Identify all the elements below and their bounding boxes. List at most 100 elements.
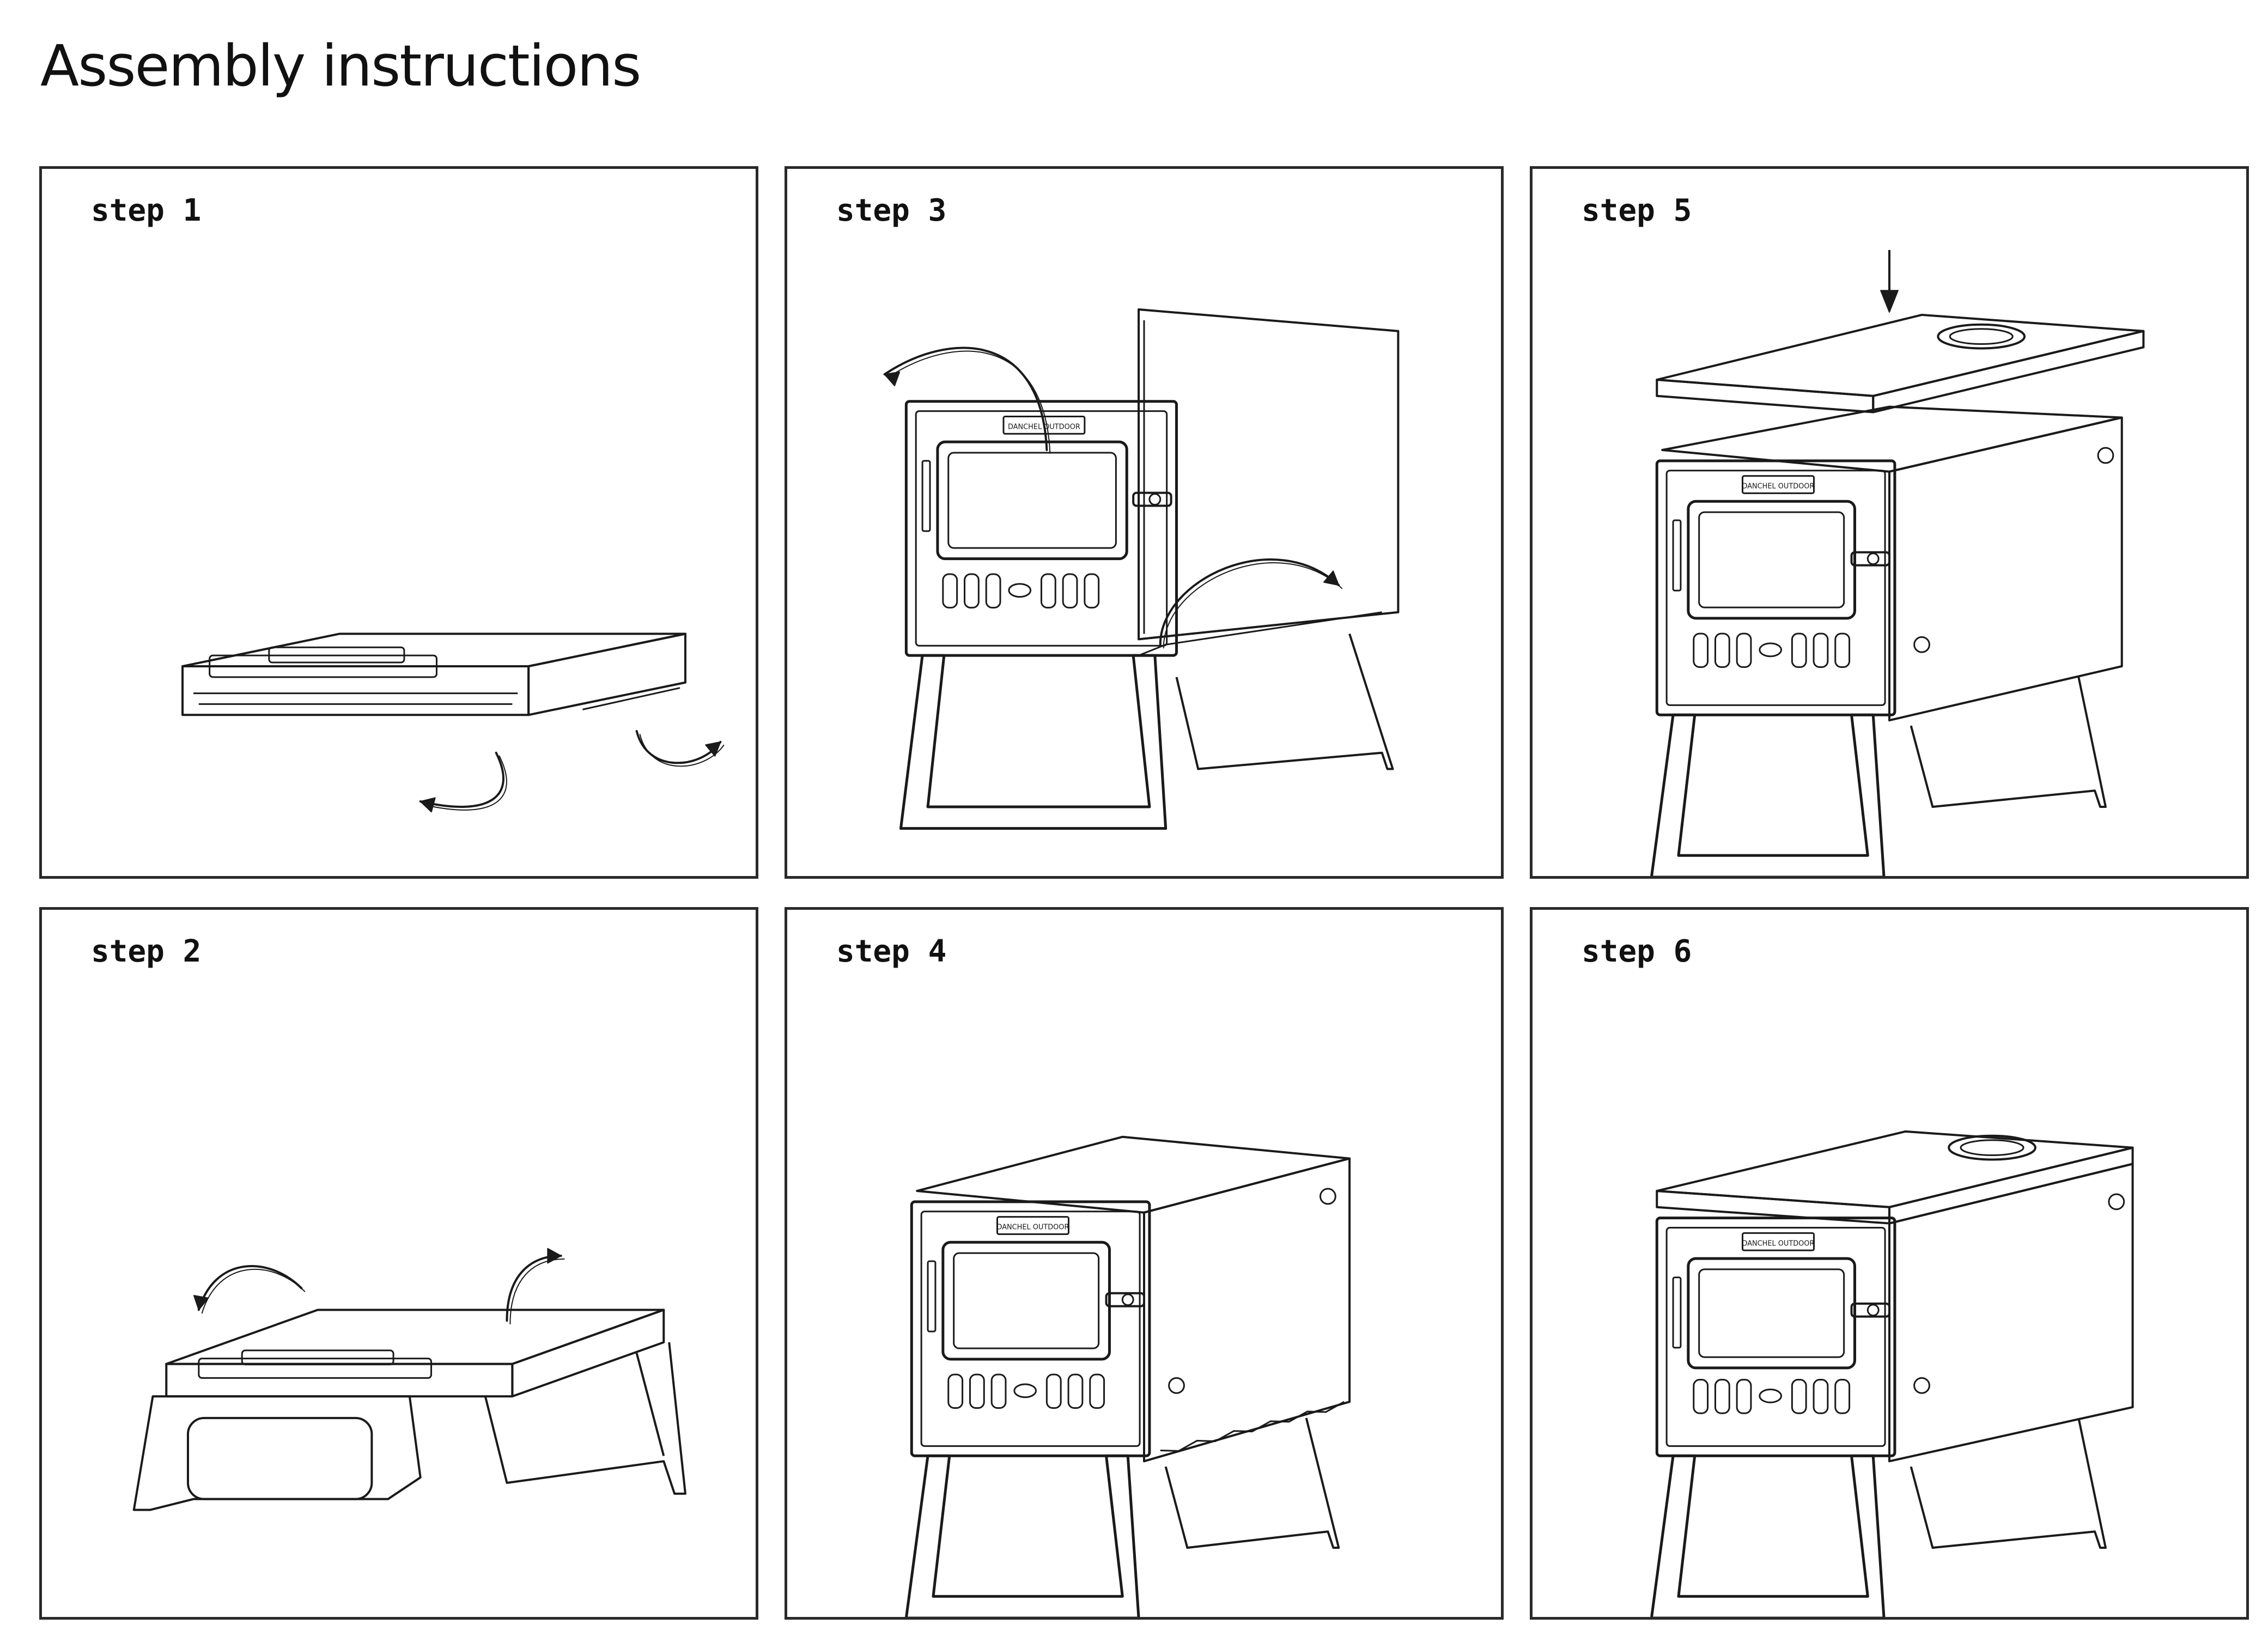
side-latch-right: [1321, 1189, 1336, 1204]
st6-brand-plate: [1742, 1233, 1814, 1250]
folded-leg-rail: [582, 688, 680, 710]
side-latch-right: [2098, 448, 2113, 463]
top-lid-surface: [1657, 315, 2143, 396]
st5-front-frame: [1657, 461, 1895, 715]
st3-brand-plate: [1004, 416, 1085, 434]
st5-front-legs: [1651, 715, 1884, 876]
st6-glass-window: [1699, 1269, 1844, 1357]
step-6-panel: step 6 DANCHEL OUTDOOR: [1530, 907, 2249, 1620]
step-3-illustration: DANCHEL OUTDOOR: [787, 169, 1501, 876]
st4-latch-knob: [1122, 1294, 1133, 1305]
step-3-panel: step 3 DANCHEL OUTDOOR: [785, 166, 1504, 879]
rotate-arrow-front-leg-arc: [199, 1266, 302, 1310]
st6-vent-slot: [1835, 1380, 1850, 1414]
front-leg-opening: [188, 1418, 372, 1499]
step-6-label: step 6: [1582, 934, 1692, 969]
st6-front-front-leg-frame: [1651, 1456, 1884, 1617]
st5-glass-window: [1699, 512, 1844, 607]
rotate-arrow-door-out: [885, 348, 1050, 453]
rear-leg-frame: [1166, 1418, 1339, 1548]
st4-front-frame: [911, 1202, 1150, 1456]
st5-vent-slot: [1737, 634, 1751, 667]
folded-door-plate: [210, 655, 437, 677]
st4-air-control-knob: [1014, 1384, 1036, 1397]
step-4-illustration: DANCHEL OUTDOOR: [787, 910, 1501, 1617]
chimney-hole: [1961, 1140, 2023, 1156]
st6-front-legs: [1651, 1456, 1884, 1617]
st4-front-door: DANCHEL OUTDOOR: [911, 1202, 1150, 1456]
folded-side-face: [528, 634, 685, 715]
step-3-label: step 3: [836, 193, 947, 228]
rotate-arrow-right-leg-head: [706, 742, 720, 756]
st3-door-latch: [1133, 493, 1171, 506]
st6-vent-slot: [1694, 1380, 1708, 1414]
st3-glass-window-outer: [938, 442, 1127, 559]
step-1-label: step 1: [91, 193, 202, 228]
rotate-arrow-left-leg: [421, 753, 507, 812]
st5-brand-text: DANCHEL OUTDOOR: [1742, 482, 1815, 490]
st4-vent-slot: [970, 1375, 984, 1408]
st3-front-front-leg-frame: [901, 655, 1165, 829]
rotate-arrow-door-out-head: [885, 372, 899, 386]
st4-left-hinge: [928, 1261, 935, 1331]
page-title: Assembly instructions: [40, 33, 641, 99]
side-latch-right: [2109, 1194, 2124, 1209]
st3-front-legs: [901, 655, 1165, 829]
rotate-arrow-right-leg: [637, 731, 724, 766]
step-1-panel: step 1: [39, 166, 758, 879]
base-tray-serrated-edge: [1139, 612, 1382, 655]
st3-vent-slot: [965, 574, 979, 608]
rear-leg-frame: [1911, 1418, 2106, 1548]
base-tray-serrated-edge: [1160, 1402, 1344, 1451]
rotate-arrow-front-leg-arc-inner: [202, 1269, 305, 1313]
side-latch-left: [1914, 637, 1930, 652]
st5-front-front-leg-frame: [1651, 715, 1884, 876]
st3-vent-slot: [986, 574, 1000, 608]
st6-glass-window-outer: [1688, 1258, 1855, 1368]
rotate-arrow-rear-leg-arc-inner: [510, 1259, 564, 1324]
rotate-arrow-rear-leg-head: [548, 1249, 561, 1263]
st6-front-inner-frame: [1667, 1228, 1885, 1446]
st5-latch-knob: [1868, 554, 1878, 564]
st6-vent-slot: [1737, 1380, 1751, 1414]
st6-front-door: DANCHEL OUTDOOR: [1657, 1218, 1895, 1456]
rotate-arrow-rear-leg: [507, 1249, 564, 1324]
folded-door-handle-block: [269, 647, 404, 662]
front-leg-outline: [134, 1396, 421, 1510]
rear-leg-frame: [1177, 634, 1393, 769]
st5-vent-slot: [1715, 634, 1729, 667]
step-5-label: step 5: [1582, 193, 1692, 228]
st3-front-door: DANCHEL OUTDOOR: [906, 402, 1176, 655]
chimney-collar: [1938, 325, 2024, 349]
st4-vent-slot: [992, 1375, 1006, 1408]
rear-leg-frame: [1911, 677, 2106, 807]
st5-vent-slot: [1814, 634, 1828, 667]
folded-front-face: [166, 1364, 512, 1397]
rotate-arrow-door-out-arc-inner: [888, 351, 1050, 453]
st5-left-hinge: [1673, 520, 1681, 591]
st5-front-inner-frame: [1667, 471, 1885, 706]
folded-stove-body: [183, 634, 685, 715]
body-side-panel: [1144, 1158, 1349, 1461]
step-2-illustration: [42, 910, 756, 1617]
st4-door-latch: [1106, 1293, 1144, 1306]
st3-front-inner-frame: [916, 411, 1166, 646]
folded-door-handle-block: [242, 1351, 393, 1365]
st4-brand-text: DANCHEL OUTDOOR: [997, 1223, 1069, 1231]
st5-vent-slot: [1835, 634, 1850, 667]
body-side-panel: [1889, 417, 2122, 720]
st4-front-legs: [906, 1456, 1139, 1617]
st3-air-control-knob: [1009, 584, 1031, 597]
st4-front-inner-frame: [921, 1212, 1140, 1446]
step-2-label: step 2: [91, 934, 202, 969]
st3-vent-slot: [1085, 574, 1099, 608]
st6-vent-slot: [1814, 1380, 1828, 1414]
rotate-arrow-left-leg-arc-inner: [424, 756, 507, 810]
st4-vent-slot: [948, 1375, 963, 1408]
chimney-collar: [1949, 1136, 2035, 1160]
st4-glass-window: [954, 1253, 1099, 1348]
top-lid-side-edge: [1873, 331, 2143, 412]
st5-brand-plate: [1742, 476, 1814, 494]
st4-brand-plate: [997, 1217, 1068, 1234]
rotate-arrow-side-panel-arc: [1160, 560, 1339, 644]
